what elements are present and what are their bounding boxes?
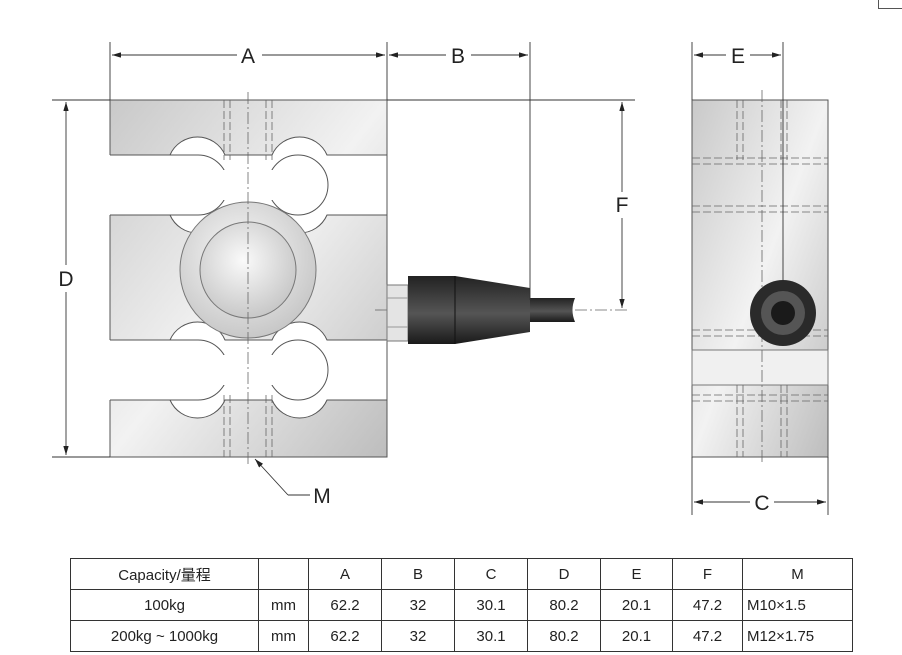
cell-f: 47.2 — [672, 620, 743, 652]
dimension-label-d: D — [58, 268, 73, 291]
cell-d: 80.2 — [527, 620, 601, 652]
header-capacity: Capacity/量程 — [70, 558, 259, 590]
header-unit — [258, 558, 309, 590]
cell-d: 80.2 — [527, 589, 601, 621]
cell-a: 62.2 — [308, 589, 382, 621]
front-view — [105, 92, 630, 465]
cell-b: 32 — [381, 589, 455, 621]
header-a: A — [308, 558, 382, 590]
cell-a: 62.2 — [308, 620, 382, 652]
cable-connector — [386, 276, 575, 344]
cell-unit: mm — [258, 589, 309, 621]
cell-b: 32 — [381, 620, 455, 652]
table-header-row: Capacity/量程 A B C D E F M — [70, 558, 853, 590]
cell-e: 20.1 — [600, 589, 673, 621]
cell-e: 20.1 — [600, 620, 673, 652]
dimension-label-a: A — [241, 45, 255, 68]
cell-m: M10×1.5 — [742, 589, 853, 621]
dimension-label-e: E — [731, 45, 745, 68]
table-row: 200kg ~ 1000kg mm 62.2 32 30.1 80.2 20.1… — [70, 620, 853, 652]
cell-capacity: 200kg ~ 1000kg — [70, 620, 259, 652]
dimension-lines — [52, 42, 829, 515]
header-c: C — [454, 558, 528, 590]
page-corner-mark — [878, 0, 902, 9]
cell-c: 30.1 — [454, 589, 528, 621]
dimension-label-c: C — [754, 492, 769, 515]
dimension-label-m: M — [313, 485, 331, 508]
cell-f: 47.2 — [672, 589, 743, 621]
cell-c: 30.1 — [454, 620, 528, 652]
table-row: 100kg mm 62.2 32 30.1 80.2 20.1 47.2 M10… — [70, 589, 853, 621]
header-m: M — [742, 558, 853, 590]
cell-capacity: 100kg — [70, 589, 259, 621]
dimension-label-f: F — [616, 194, 629, 217]
header-d: D — [527, 558, 601, 590]
header-f: F — [672, 558, 743, 590]
load-cell-drawing: A B C D E F M — [52, 42, 829, 515]
side-view — [691, 90, 829, 465]
header-e: E — [600, 558, 673, 590]
cell-unit: mm — [258, 620, 309, 652]
header-b: B — [381, 558, 455, 590]
cell-m: M12×1.75 — [742, 620, 853, 652]
dimensions-table: Capacity/量程 A B C D E F M 100kg mm 62.2 … — [70, 558, 853, 652]
dimension-label-b: B — [451, 45, 465, 68]
